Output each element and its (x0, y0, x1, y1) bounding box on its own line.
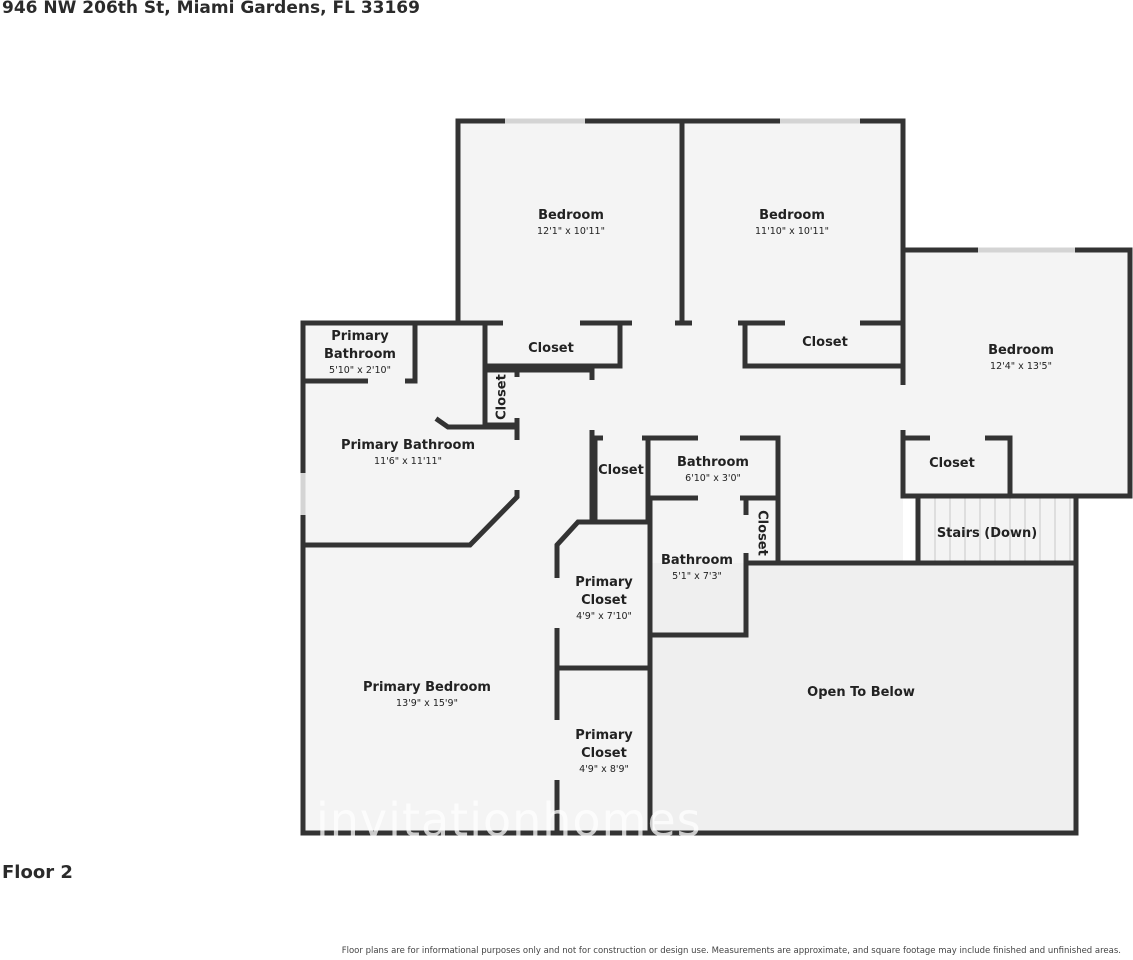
property-address: 946 NW 206th St, Miami Gardens, FL 33169 (2, 0, 420, 18)
closet-bath-name: Closet (755, 510, 770, 556)
bathroom-dims: 5'1" x 7'3" (672, 571, 722, 582)
primary-bath-dims: 11'6" x 11'11" (374, 456, 442, 467)
primary-bath-small-name-2: Bathroom (324, 347, 396, 362)
bedroom-2-dims: 11'10" x 10'11" (755, 226, 829, 237)
watermark: invitationhomes (316, 793, 702, 847)
stairs-area (918, 496, 1076, 563)
bedroom-2-name: Bedroom (759, 208, 825, 223)
primary-closet-2-dims: 4'9" x 8'9" (579, 764, 629, 775)
windows (300, 118, 1075, 515)
primary-bath-name: Primary Bathroom (341, 438, 475, 453)
bedroom-3-dims: 12'4" x 13'5" (990, 361, 1052, 372)
closet-top-right-name: Closet (802, 335, 848, 350)
bathroom-name: Bathroom (661, 553, 733, 568)
door-openings (368, 319, 985, 780)
closet-top-left-name: Closet (528, 341, 574, 356)
bathroom-small-name: Bathroom (677, 455, 749, 470)
primary-closet-1-name-2: Closet (581, 593, 627, 608)
primary-closet-2-name-2: Closet (581, 746, 627, 761)
stairs-name: Stairs (Down) (937, 526, 1037, 541)
primary-bedroom-dims: 13'9" x 15'9" (396, 698, 458, 709)
primary-closet-2-name-1: Primary (575, 728, 633, 743)
primary-bedroom-name: Primary Bedroom (363, 680, 491, 695)
open-to-below-area (648, 563, 1076, 833)
floor-label: Floor 2 (2, 862, 73, 883)
primary-closet-1-dims: 4'9" x 7'10" (576, 611, 632, 622)
closet-bed3-name: Closet (929, 456, 975, 471)
bedroom-3-name: Bedroom (988, 343, 1054, 358)
bedroom-1-name: Bedroom (538, 208, 604, 223)
primary-bath-small-dims: 5'10" x 2'10" (329, 365, 391, 376)
primary-closet-1-name-1: Primary (575, 575, 633, 590)
bathroom-small-dims: 6'10" x 3'0" (685, 473, 741, 484)
closet-hall-name: Closet (598, 463, 644, 478)
primary-bath-small-name-1: Primary (331, 329, 389, 344)
open-to-below-name: Open To Below (807, 685, 915, 700)
closet-vertical-name: Closet (495, 374, 510, 420)
bedroom-1-dims: 12'1" x 10'11" (537, 226, 605, 237)
disclaimer: Floor plans are for informational purpos… (341, 946, 1121, 956)
room-labels: Bedroom 12'1" x 10'11" Bedroom 11'10" x … (324, 208, 1054, 775)
